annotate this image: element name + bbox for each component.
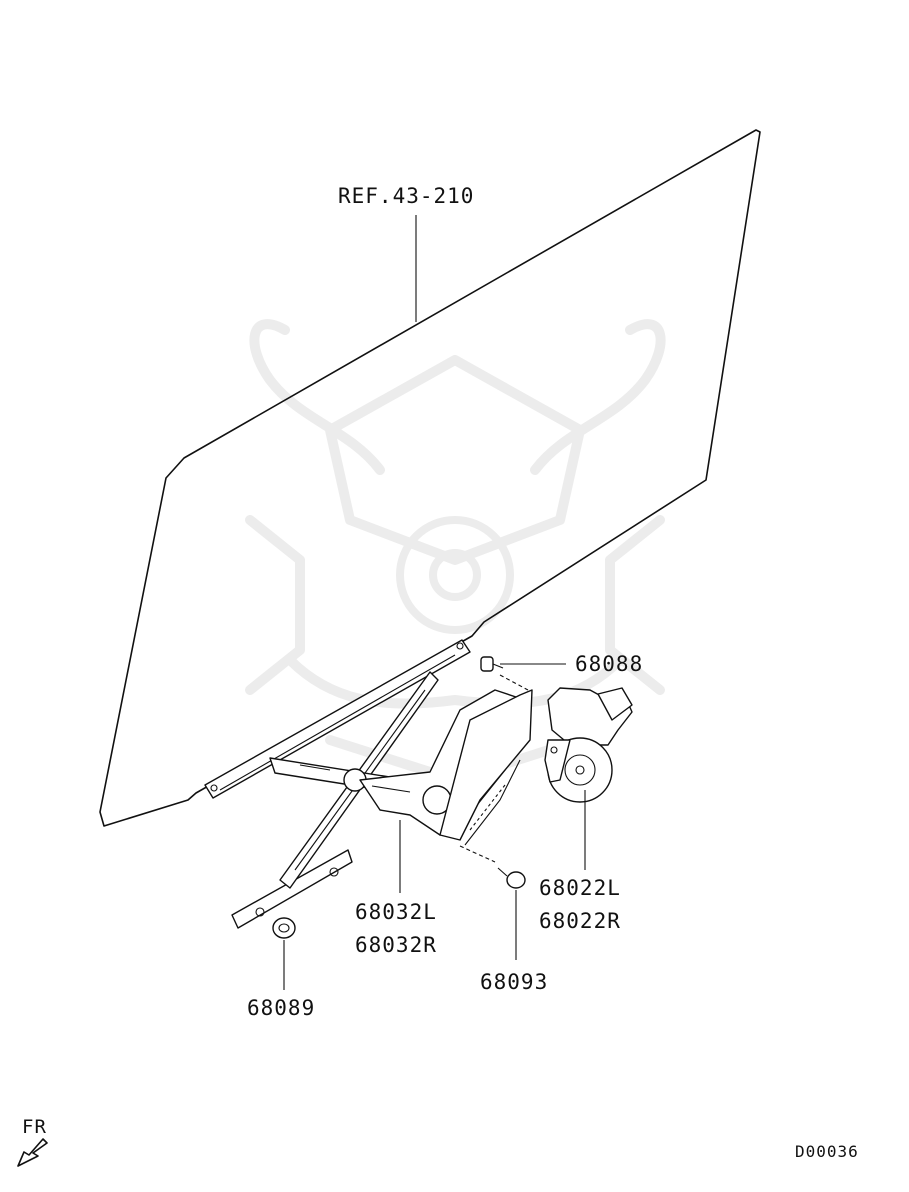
callout-nut: 68089 [247, 996, 316, 1020]
callout-bolt-top: 68088 [575, 652, 644, 676]
direction-label: FR [22, 1116, 47, 1138]
callout-bolt-bottom: 68093 [480, 970, 549, 994]
window-glass-outline [99, 129, 761, 827]
callout-regulator-left: 68032L [355, 900, 437, 924]
motor-assembly [544, 687, 633, 803]
reference-label: REF.43-210 [338, 184, 475, 208]
regulator-assembly [204, 639, 533, 929]
callout-motor-right: 68022R [539, 909, 621, 933]
bolt-top-shape [480, 656, 529, 691]
fr-arrow-icon [17, 1138, 48, 1167]
bolt-bottom-shape [459, 845, 526, 889]
diagram-code: D00036 [795, 1142, 859, 1161]
callout-regulator-right: 68032R [355, 933, 437, 957]
nut-shape [272, 917, 296, 939]
callout-motor-left: 68022L [539, 876, 621, 900]
